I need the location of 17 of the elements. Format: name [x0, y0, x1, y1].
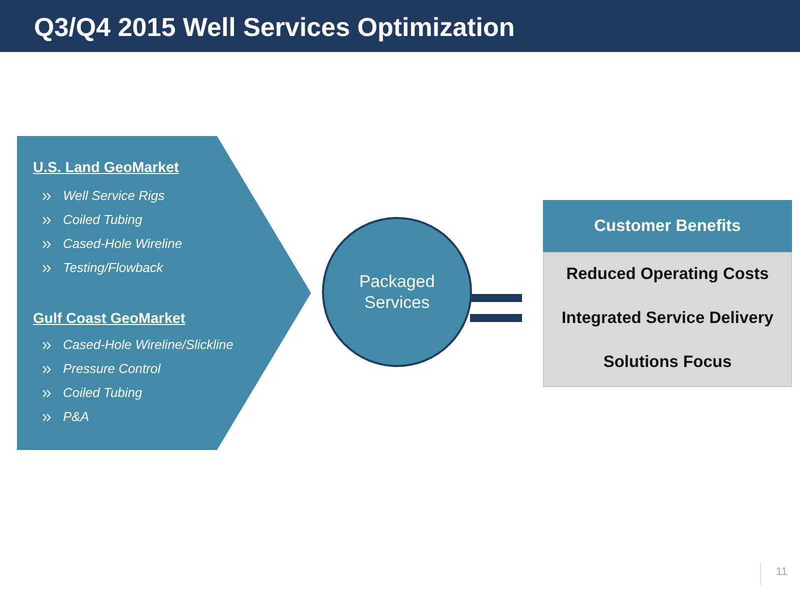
list-item: Cased-Hole Wireline: [63, 236, 182, 251]
list-item: Coiled Tubing: [63, 385, 142, 400]
list-item: Coiled Tubing: [63, 212, 142, 227]
benefit-text: Reduced Operating Costs: [565, 265, 770, 284]
section-heading: U.S. Land GeoMarket: [33, 160, 179, 176]
page-number: 11: [776, 566, 788, 578]
list-item: Testing/Flowback: [63, 260, 163, 275]
section-heading: Gulf Coast GeoMarket: [33, 311, 186, 327]
benefit-text: Solutions Focus: [602, 353, 733, 372]
table-header: Customer Benefits: [543, 200, 792, 252]
list-item: Well Service Rigs: [63, 188, 165, 203]
list-item: P&A: [63, 409, 90, 424]
list-item: Pressure Control: [63, 361, 161, 376]
benefit-text: Integrated Service Delivery: [560, 309, 774, 328]
slide-title: Q3/Q4 2015 Well Services Optimization: [34, 12, 515, 43]
circle-node: Packaged Services: [322, 217, 472, 367]
list-item: Cased-Hole Wireline/Slickline: [63, 337, 234, 352]
